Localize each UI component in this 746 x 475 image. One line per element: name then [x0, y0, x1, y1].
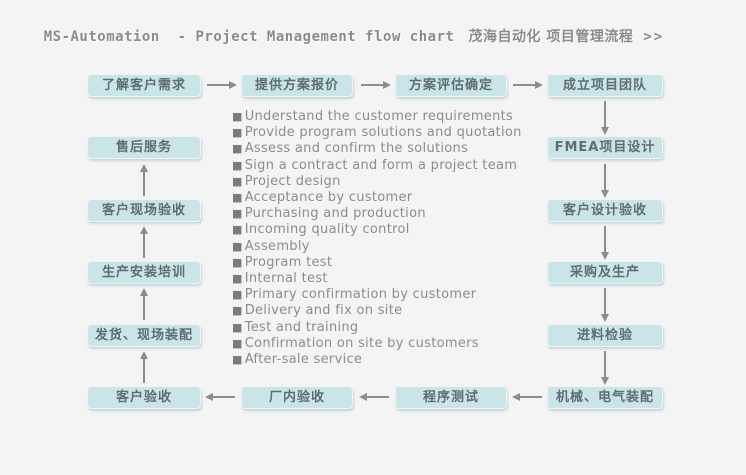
arrow-up-icon — [140, 164, 148, 196]
more-link-arrows[interactable]: >> — [643, 29, 665, 45]
list-item-label: Assembly — [244, 238, 310, 254]
bullet-square-icon: ■ — [232, 336, 243, 350]
arrow-right-icon — [513, 81, 543, 89]
arrow-up-icon — [140, 226, 148, 258]
bullet-square-icon: ■ — [232, 207, 243, 221]
bullet-square-icon: ■ — [232, 191, 243, 205]
list-item: ■Program test — [232, 255, 522, 271]
arrow-right-icon — [207, 81, 237, 89]
list-item-label: Test and training — [244, 319, 359, 335]
bullet-square-icon: ■ — [232, 320, 243, 334]
bullet-square-icon: ■ — [232, 239, 243, 253]
flow-step-mechanical-electrical-assembly: 机械、电气装配 — [547, 386, 663, 409]
list-item-label: Confirmation on site by customers — [244, 335, 479, 351]
list-item-label: Assess and confirm the solutions — [244, 141, 469, 157]
list-item-label: Project design — [244, 173, 341, 189]
flow-step-customer-acceptance: 客户验收 — [87, 386, 201, 409]
flow-step-fmea-project-design: FMEA项目设计 — [547, 136, 663, 159]
bullet-square-icon: ■ — [232, 272, 243, 286]
flow-step-production-installation-training: 生产安装培训 — [87, 261, 201, 284]
arrow-down-icon — [601, 164, 609, 198]
bullet-square-icon: ■ — [232, 158, 243, 172]
list-item: ■Assess and confirm the solutions — [232, 141, 522, 157]
flow-step-understand-customer-requirements: 了解客户需求 — [87, 74, 201, 97]
bullet-square-icon: ■ — [232, 223, 243, 237]
list-item-label: Incoming quality control — [244, 222, 410, 238]
list-item: ■Project design — [232, 174, 522, 190]
list-item: ■Acceptance by customer — [232, 190, 522, 206]
arrow-left-icon — [512, 393, 542, 401]
flow-step-program-test: 程序测试 — [395, 386, 507, 409]
flow-step-provide-solution-quotation: 提供方案报价 — [241, 74, 353, 97]
process-step-list: ■Understand the customer requirements ■P… — [232, 109, 522, 368]
list-item-label: Primary confirmation by customer — [244, 287, 477, 303]
list-item: ■Internal test — [232, 271, 522, 287]
flow-step-purchasing-production: 采购及生产 — [547, 261, 663, 284]
list-item-label: Program test — [244, 254, 333, 270]
list-item: ■Incoming quality control — [232, 222, 522, 238]
list-item: ■Delivery and fix on site — [232, 303, 522, 319]
bullet-square-icon: ■ — [232, 174, 243, 188]
flow-step-delivery-onsite-assembly: 发货、现场装配 — [87, 324, 201, 347]
list-item-label: Understand the customer requirements — [244, 109, 514, 124]
bullet-square-icon: ■ — [232, 288, 243, 302]
bullet-square-icon: ■ — [232, 142, 243, 156]
list-item: ■Assembly — [232, 239, 522, 255]
list-item: ■Purchasing and production — [232, 206, 522, 222]
flow-step-incoming-inspection: 进料检验 — [547, 324, 663, 347]
list-item: ■Test and training — [232, 320, 522, 336]
bullet-square-icon: ■ — [232, 353, 243, 367]
arrow-down-icon — [601, 226, 609, 260]
list-item-label: Internal test — [244, 271, 328, 287]
arrow-up-icon — [140, 351, 148, 383]
list-item: ■After-sale service — [232, 352, 522, 368]
arrow-left-icon — [205, 393, 235, 401]
flow-step-customer-design-acceptance: 客户设计验收 — [547, 199, 663, 222]
list-item-label: Purchasing and production — [244, 206, 426, 222]
list-item: ■Provide program solutions and quotation — [232, 125, 522, 141]
list-item: ■Understand the customer requirements — [232, 109, 522, 125]
bullet-square-icon: ■ — [232, 126, 243, 140]
list-item-label: Delivery and fix on site — [244, 303, 403, 319]
list-item-label: Provide program solutions and quotation — [244, 125, 522, 141]
bullet-square-icon: ■ — [232, 255, 243, 269]
flow-step-assess-confirm-solution: 方案评估确定 — [395, 74, 507, 97]
flow-step-after-sale-service: 售后服务 — [87, 136, 201, 159]
arrow-right-icon — [361, 81, 391, 89]
flow-step-form-project-team: 成立项目团队 — [547, 74, 663, 97]
arrow-down-icon — [601, 351, 609, 385]
arrow-down-icon — [601, 101, 609, 135]
list-item-label: Sign a contract and form a project team — [244, 157, 518, 173]
list-item: ■Primary confirmation by customer — [232, 287, 522, 303]
page-title: MS-Automation - Project Management flow … — [8, 10, 664, 62]
list-item-label: After-sale service — [244, 352, 363, 368]
arrow-left-icon — [359, 393, 389, 401]
arrow-down-icon — [601, 288, 609, 322]
bullet-square-icon: ■ — [232, 304, 243, 318]
flow-step-factory-acceptance: 厂内验收 — [241, 386, 353, 409]
flow-step-customer-onsite-acceptance: 客户现场验收 — [87, 199, 201, 222]
page-title-english: MS-Automation - Project Management flow … — [43, 29, 455, 45]
arrow-up-icon — [140, 288, 148, 320]
page-title-chinese: 茂海自动化 项目管理流程 — [468, 29, 634, 45]
list-item-label: Acceptance by customer — [244, 190, 413, 206]
bullet-square-icon: ■ — [232, 110, 243, 123]
list-item: ■Sign a contract and form a project team — [232, 158, 522, 174]
list-item: ■Confirmation on site by customers — [232, 336, 522, 352]
